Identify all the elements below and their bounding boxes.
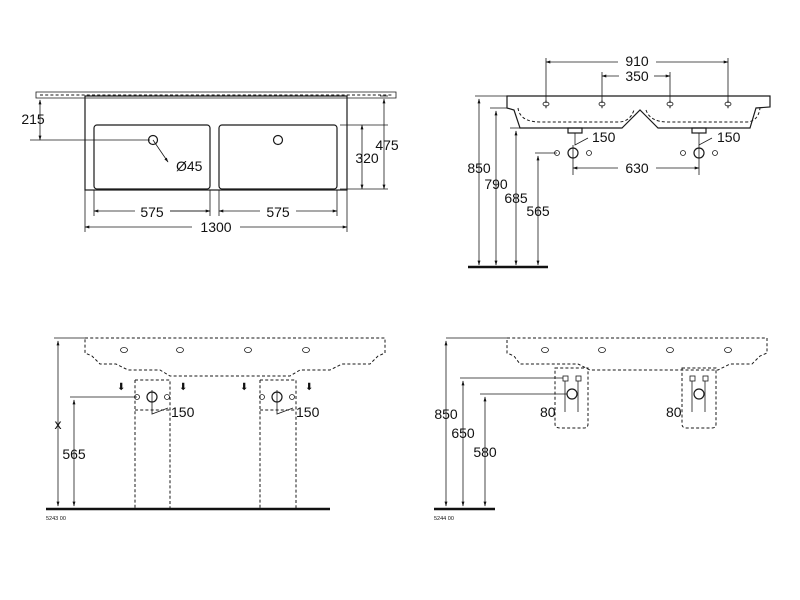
dim-575-left: 575 xyxy=(140,204,164,220)
supply-left-2 xyxy=(586,150,592,156)
dim-80-left: 80 xyxy=(540,404,556,420)
arrow-icon: ⬇ xyxy=(117,382,125,393)
hole-leader xyxy=(152,139,169,163)
drain-stub-right xyxy=(691,127,707,134)
dim-215: 215 xyxy=(21,111,45,127)
countertop-edge xyxy=(35,91,397,99)
dim-850-install: 850 xyxy=(434,406,458,422)
basin-hidden-outline xyxy=(84,337,386,377)
dim-650: 650 xyxy=(451,425,475,441)
dim-910: 910 xyxy=(625,53,649,69)
dim-850-front: 850 xyxy=(467,160,491,176)
ref-code-right: 5244 00 xyxy=(434,516,454,522)
tap-hole-front-1 xyxy=(542,101,550,107)
install-view-right: 80 80 850 650 580 5244 00 xyxy=(434,337,768,522)
top-view: Ø45 215 320 475 575 575 1300 xyxy=(21,91,399,235)
install-view-left: ⬇ ⬇ ⬇ ⬇ 150 150 x 565 5243 00 xyxy=(46,337,386,522)
dim-1300: 1300 xyxy=(200,219,231,235)
tap-hole-front-2 xyxy=(598,101,606,107)
dim-790: 790 xyxy=(484,176,508,192)
siphon-cover-right xyxy=(681,367,717,429)
dim-drain-150-left: 150 xyxy=(592,129,616,145)
dim-685: 685 xyxy=(504,190,528,206)
tap-hole-front-4 xyxy=(724,101,732,107)
ext-lines-heights xyxy=(475,95,557,154)
arrow-icon: ⬇ xyxy=(305,382,313,393)
dim-580: 580 xyxy=(473,444,497,460)
bowl-right xyxy=(218,124,338,190)
supply-right-2 xyxy=(712,150,718,156)
ref-code-left: 5243 00 xyxy=(46,516,66,522)
dim-150-right-install: 150 xyxy=(296,404,320,420)
bowl-left xyxy=(93,124,211,190)
dim-575-right: 575 xyxy=(266,204,290,220)
siphon-cover-left xyxy=(554,367,589,429)
trap-outlet-right xyxy=(693,388,705,400)
dim-565-front: 565 xyxy=(526,203,550,219)
tap-hole-right xyxy=(272,134,284,146)
dim-150-left-install: 150 xyxy=(171,404,195,420)
tap-hole-front-3 xyxy=(666,101,674,107)
dim-320: 320 xyxy=(355,150,379,166)
dim-hole-diameter: Ø45 xyxy=(176,158,203,174)
dim-x: x xyxy=(55,416,62,432)
arrow-icon: ⬇ xyxy=(179,382,187,393)
ext-lines-width xyxy=(84,190,348,232)
basin-front-profile xyxy=(506,95,771,129)
arrow-icon: ⬇ xyxy=(240,382,248,393)
front-view: 910 350 150 150 630 850 790 685 565 xyxy=(467,53,771,269)
trap-outlet-left xyxy=(566,388,578,400)
dim-565-install: 565 xyxy=(62,446,86,462)
dim-80-right: 80 xyxy=(666,404,682,420)
dim-630: 630 xyxy=(625,160,649,176)
dim-350: 350 xyxy=(625,68,649,84)
trap-cover-right xyxy=(259,379,297,510)
basin-hidden-outline-right xyxy=(506,337,768,371)
dim-drain-150-right: 150 xyxy=(717,129,741,145)
dim-475: 475 xyxy=(375,137,399,153)
trap-cover-left xyxy=(134,379,171,510)
ext-lines-910-350 xyxy=(545,58,729,100)
drain-stub-left xyxy=(567,127,583,134)
washbasin-outline xyxy=(84,95,348,191)
supply-right-1 xyxy=(680,150,686,156)
bowl-hidden-lines xyxy=(517,107,761,123)
tap-hole-hidden xyxy=(545,100,729,110)
